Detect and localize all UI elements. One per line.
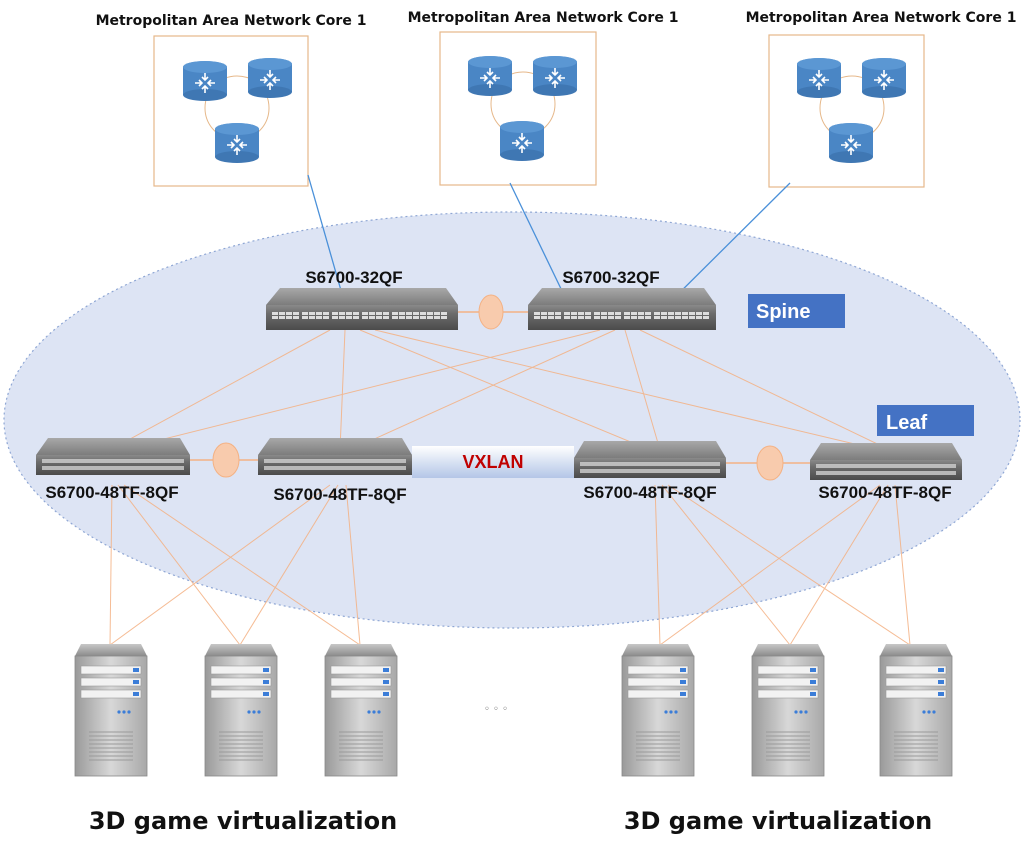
vxlan-label: VXLAN xyxy=(462,452,523,472)
core-title-3: Metropolitan Area Network Core 1 xyxy=(746,10,1017,26)
leaf-stack-icon-left xyxy=(212,442,240,478)
server-group-2-label: 3D game virtualization xyxy=(624,807,932,835)
server-ellipsis: ◦ ◦ ◦ xyxy=(484,704,508,715)
fabric-links xyxy=(109,329,911,646)
core-title-2: Metropolitan Area Network Core 1 xyxy=(408,10,679,26)
leaf-switch-4-label: S6700-48TF-8QF xyxy=(818,483,951,502)
router-icon xyxy=(467,55,513,97)
router-icon xyxy=(796,57,842,99)
router-icon xyxy=(182,60,228,102)
vxlan-tunnel xyxy=(412,446,574,478)
leaf-switch-1 xyxy=(36,438,190,475)
core-box-3 xyxy=(768,34,925,188)
core-box-1 xyxy=(153,35,309,187)
leaf-switch-1-label: S6700-48TF-8QF xyxy=(45,483,178,502)
spine-switch-2 xyxy=(528,288,716,330)
server-icon xyxy=(751,643,825,777)
router-icon xyxy=(861,57,907,99)
leaf-switch-3 xyxy=(574,441,726,478)
router-icon xyxy=(247,57,293,99)
leaf-switch-3-label: S6700-48TF-8QF xyxy=(583,483,716,502)
server-icon xyxy=(204,643,278,777)
core-title-1: Metropolitan Area Network Core 1 xyxy=(96,13,367,29)
server-icon xyxy=(621,643,695,777)
leaf-switch-4 xyxy=(810,443,962,480)
leaf-switch-2 xyxy=(258,438,412,475)
spine-stack-icon xyxy=(478,294,504,330)
server-icon xyxy=(879,643,953,777)
router-icon xyxy=(532,55,578,97)
datacenter-fabric-cloud xyxy=(3,211,1021,629)
server-icon xyxy=(74,643,148,777)
spine-switch-1 xyxy=(266,288,458,330)
router-icon xyxy=(214,122,260,164)
spine-switch-2-label: S6700-32QF xyxy=(562,268,659,287)
spine-badge xyxy=(748,294,845,328)
router-icon xyxy=(499,120,545,162)
server-group-1-label: 3D game virtualization xyxy=(89,807,397,835)
leaf-stack-icon-right xyxy=(756,445,784,481)
leaf-badge xyxy=(877,405,974,436)
leaf-switch-2-label: S6700-48TF-8QF xyxy=(273,485,406,504)
core-box-2 xyxy=(439,31,597,186)
server-icon xyxy=(324,643,398,777)
leaf-badge-label: Leaf xyxy=(886,412,927,434)
spine-switch-1-label: S6700-32QF xyxy=(305,268,402,287)
router-icon xyxy=(828,122,874,164)
spine-badge-label: Spine xyxy=(756,301,810,323)
